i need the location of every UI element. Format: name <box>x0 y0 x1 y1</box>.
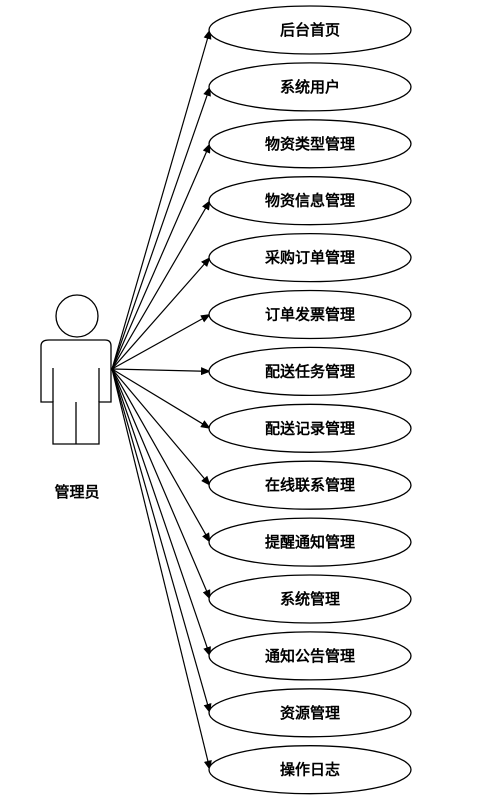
association-line <box>111 199 211 370</box>
use-case-item: 通知公告管理 <box>208 631 412 681</box>
use-case-label: 订单发票管理 <box>265 306 355 324</box>
use-case-item: 配送记录管理 <box>208 403 412 453</box>
use-case-label: 系统用户 <box>280 78 340 96</box>
use-case-label: 后台首页 <box>280 21 340 39</box>
association-lines <box>111 29 212 771</box>
use-case-ellipse <box>208 688 412 738</box>
use-case-ellipse <box>208 289 412 340</box>
use-case-item: 操作日志 <box>208 745 412 795</box>
association-line <box>111 368 212 771</box>
use-case-ellipse <box>208 517 412 567</box>
association-line <box>111 367 211 376</box>
association-line <box>111 313 211 370</box>
use-case-ellipse <box>208 403 412 453</box>
use-case-item: 资源管理 <box>208 688 412 738</box>
use-case-item: 订单发票管理 <box>208 289 412 340</box>
use-case-ellipse <box>208 631 412 681</box>
use-case-item: 配送任务管理 <box>208 346 412 397</box>
use-case-list: 后台首页系统用户物资类型管理物资信息管理采购订单管理订单发票管理配送任务管理配送… <box>208 5 412 795</box>
association-line <box>111 368 211 486</box>
use-case-label: 采购订单管理 <box>264 249 355 267</box>
association-line <box>111 85 211 370</box>
use-case-ellipse <box>208 119 412 169</box>
use-case-ellipse <box>208 346 412 397</box>
use-case-ellipse <box>208 5 412 55</box>
use-case-label: 通知公告管理 <box>265 647 355 665</box>
use-case-label: 物资类型管理 <box>265 135 355 153</box>
association-line <box>111 368 212 714</box>
use-case-item: 系统管理 <box>208 574 412 624</box>
use-case-item: 系统用户 <box>208 62 412 112</box>
actor-label: 管理员 <box>54 483 99 501</box>
use-case-label: 资源管理 <box>280 704 340 722</box>
actor-body <box>40 339 112 445</box>
use-case-ellipse <box>208 460 412 510</box>
use-case-item: 后台首页 <box>208 5 412 55</box>
use-case-ellipse <box>208 62 412 112</box>
use-case-ellipse <box>208 176 412 226</box>
use-case-ellipse <box>208 745 412 795</box>
use-case-item: 物资类型管理 <box>208 119 412 169</box>
use-case-item: 采购订单管理 <box>208 232 412 283</box>
association-line <box>111 29 212 370</box>
association-line <box>111 256 211 370</box>
use-case-ellipse <box>208 232 412 283</box>
association-line <box>111 368 211 429</box>
use-case-item: 在线联系管理 <box>208 460 412 510</box>
use-case-item: 提醒通知管理 <box>208 517 412 567</box>
use-case-item: 物资信息管理 <box>208 176 412 226</box>
use-case-label: 物资信息管理 <box>265 192 355 210</box>
association-line <box>111 142 211 370</box>
use-case-label: 系统管理 <box>280 590 340 608</box>
association-line <box>111 368 211 600</box>
actor-head <box>55 294 99 338</box>
use-case-label: 操作日志 <box>280 761 340 779</box>
association-line <box>111 368 211 543</box>
use-case-ellipse <box>208 574 412 624</box>
use-case-label: 配送任务管理 <box>265 362 355 380</box>
association-line <box>111 368 211 657</box>
use-case-label: 配送记录管理 <box>265 419 355 437</box>
use-case-label: 在线联系管理 <box>265 476 355 494</box>
use-case-label: 提醒通知管理 <box>265 533 355 551</box>
actor-figure <box>40 294 112 445</box>
